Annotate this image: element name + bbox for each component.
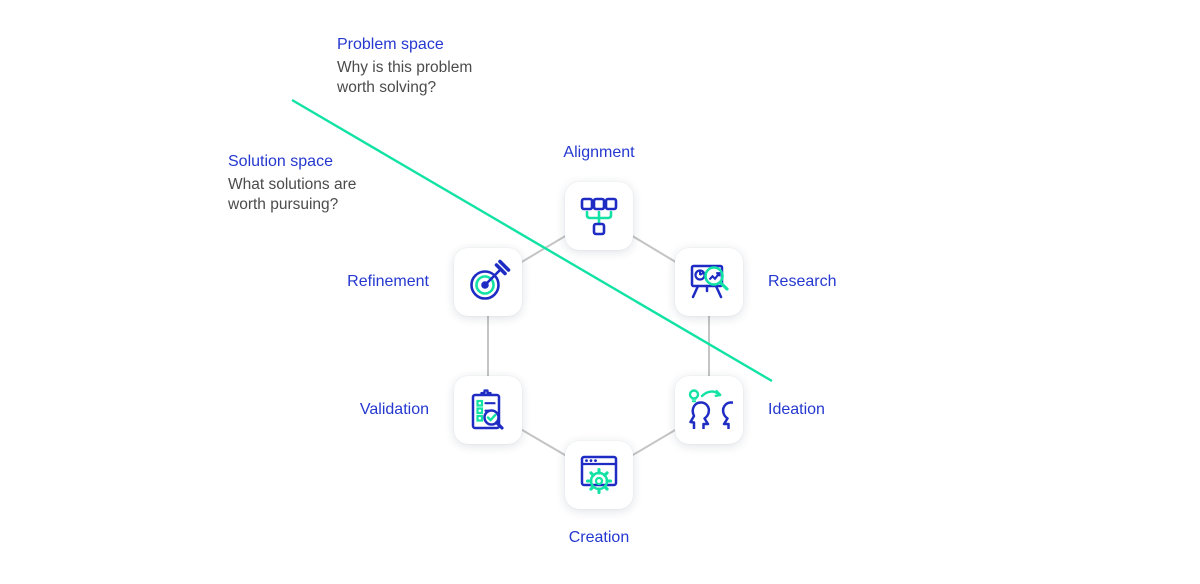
target-dart-icon — [470, 259, 511, 300]
problem-space-annotation: Problem space Why is this problem worth … — [337, 36, 567, 97]
refinement-node-card — [454, 248, 522, 316]
validation-label: Validation — [359, 401, 429, 418]
problem-space-description-line2: worth solving? — [337, 78, 437, 96]
creation-label: Creation — [568, 529, 630, 546]
problem-solution-divider-line — [291, 98, 773, 383]
presentation-board-magnifier-icon — [690, 264, 729, 299]
ideation-label: Ideation — [768, 401, 825, 418]
browser-gear-icon — [580, 455, 618, 495]
solution-space-description-line1: What solutions are — [228, 176, 357, 193]
alignment-node-card — [565, 182, 633, 250]
solution-space-title: Solution space — [228, 153, 333, 170]
refinement-label: Refinement — [347, 273, 429, 290]
alignment-label: Alignment — [563, 144, 635, 161]
validation-node-card — [454, 376, 522, 444]
clipboard-checklist-magnifier-icon — [471, 389, 504, 430]
research-label: Research — [768, 273, 837, 290]
problem-space-title: Problem space — [337, 36, 444, 53]
ideation-node-card — [675, 376, 743, 444]
org-hierarchy-icon — [580, 197, 618, 236]
problem-space-description-line1: Why is this problem — [337, 59, 473, 76]
solution-space-description-line2: worth pursuing? — [228, 195, 339, 213]
two-heads-lightbulb-icon — [688, 389, 733, 429]
research-node-card — [675, 248, 743, 316]
solution-space-annotation: Solution space What solutions are worth … — [228, 153, 458, 214]
creation-node-card — [565, 441, 633, 509]
